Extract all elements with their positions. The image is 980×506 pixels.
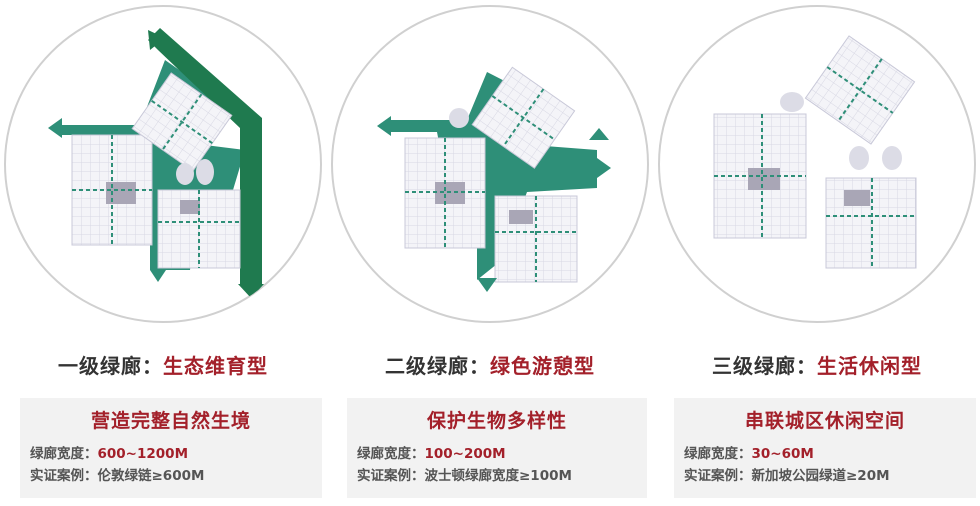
heading-separator: ： xyxy=(796,354,817,378)
corridor-case: 实证案例：波士顿绿廊宽度≥100M xyxy=(357,464,572,484)
case-label: 实证案例： xyxy=(30,468,98,484)
width-label: 绿廊宽度： xyxy=(357,446,425,462)
corridor-case: 实证案例：新加坡公园绿道≥20M xyxy=(684,464,890,484)
heading-separator: ： xyxy=(469,354,490,378)
corridor-width: 绿廊宽度：100~200M xyxy=(357,442,506,462)
panel-level-1: 一级绿廊：生态维育型 营造完整自然生境 绿廊宽度：600~1200M 实证案例：… xyxy=(0,0,326,506)
info-box: 串联城区休闲空间 绿廊宽度：30~60M 实证案例：新加坡公园绿道≥20M xyxy=(674,398,976,498)
corridor-type: 生活休闲型 xyxy=(817,354,922,378)
corridor-subtitle: 营造完整自然生境 xyxy=(90,410,251,432)
info-box: 营造完整自然生境 绿廊宽度：600~1200M 实证案例：伦敦绿链≥600M xyxy=(20,398,322,498)
corridor-heading: 一级绿廊：生态维育型 xyxy=(0,350,326,379)
corridor-subtitle: 串联城区休闲空间 xyxy=(744,410,905,432)
case-value: 波士顿绿廊宽度≥100M xyxy=(424,468,572,484)
width-value: 100~200M xyxy=(424,446,506,462)
corridor-level: 三级绿廊 xyxy=(712,354,796,378)
corridor-case: 实证案例：伦敦绿链≥600M xyxy=(30,464,204,484)
case-value: 伦敦绿链≥600M xyxy=(97,468,205,484)
diagram-circle-level-2 xyxy=(327,0,653,330)
panel-level-2: 二级绿廊：绿色游憩型 保护生物多样性 绿廊宽度：100~200M 实证案例：波士… xyxy=(327,0,653,506)
case-label: 实证案例： xyxy=(684,468,752,484)
width-label: 绿廊宽度： xyxy=(30,446,98,462)
case-value: 新加坡公园绿道≥20M xyxy=(751,468,890,484)
corridor-type: 生态维育型 xyxy=(163,354,268,378)
corridor-level: 一级绿廊 xyxy=(58,354,142,378)
corridor-heading: 三级绿廊：生活休闲型 xyxy=(654,350,980,379)
corridor-type: 绿色游憩型 xyxy=(490,354,595,378)
corridor-width: 绿廊宽度：30~60M xyxy=(684,442,814,462)
corridor-subtitle: 保护生物多样性 xyxy=(426,410,567,432)
diagram-circle-level-1 xyxy=(0,0,326,330)
width-label: 绿廊宽度： xyxy=(684,446,752,462)
info-box: 保护生物多样性 绿廊宽度：100~200M 实证案例：波士顿绿廊宽度≥100M xyxy=(347,398,647,498)
heading-separator: ： xyxy=(142,354,163,378)
panel-level-3: 三级绿廊：生活休闲型 串联城区休闲空间 绿廊宽度：30~60M 实证案例：新加坡… xyxy=(654,0,980,506)
corridor-level: 二级绿廊 xyxy=(385,354,469,378)
case-label: 实证案例： xyxy=(357,468,425,484)
corridor-heading: 二级绿廊：绿色游憩型 xyxy=(327,350,653,379)
width-value: 600~1200M xyxy=(97,446,189,462)
diagram-circle-level-3 xyxy=(654,0,980,330)
width-value: 30~60M xyxy=(751,446,814,462)
corridor-width: 绿廊宽度：600~1200M xyxy=(30,442,188,462)
